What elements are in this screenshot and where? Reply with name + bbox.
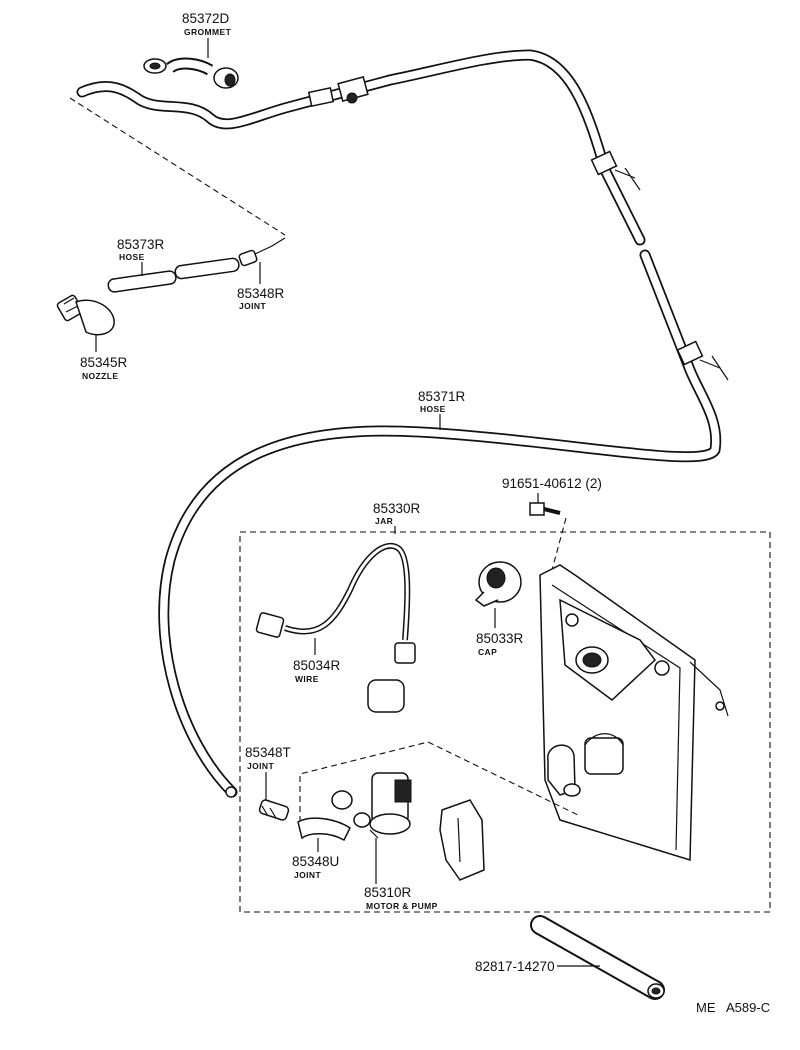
hose-85373r: [107, 257, 240, 293]
joint-85348u: [297, 817, 351, 842]
part-number-85371r: 85371R: [418, 389, 466, 404]
part-desc-joint-u: JOINT: [294, 870, 321, 880]
hose-clip-right-2: [676, 340, 729, 381]
motor-pump-85310r: [331, 772, 412, 839]
guide-line-nozzle: [69, 97, 286, 236]
hose-82817-14270: [530, 915, 665, 1000]
cap-85033r: [474, 561, 522, 607]
part-desc-motor-pump: MOTOR & PUMP: [366, 901, 438, 911]
part-number-85348r: 85348R: [237, 286, 285, 301]
part-desc-grommet: GROMMET: [184, 27, 232, 37]
joint-85348t: [258, 799, 290, 821]
screw-91651: [529, 502, 561, 516]
washer-jar: [539, 564, 729, 862]
part-number-91651: 91651-40612 (2): [502, 476, 602, 491]
part-desc-joint-t: JOINT: [247, 761, 274, 771]
guide-line-pump: [299, 741, 581, 832]
part-number-85310r: 85310R: [364, 885, 412, 900]
part-number-85372d: 85372D: [182, 11, 230, 26]
nozzle-85345r: [56, 294, 115, 336]
part-number-85348t: 85348T: [245, 745, 291, 760]
part-number-85034r: 85034R: [293, 658, 341, 673]
guide-line-screw: [551, 517, 567, 571]
part-number-85373r: 85373R: [117, 237, 165, 252]
part-number-85348u: 85348U: [292, 854, 339, 869]
pump-pad: [439, 799, 485, 881]
drawing-code-right: A589-C: [726, 1000, 770, 1015]
hose-clip-upper: [307, 76, 369, 108]
part-number-85345r: 85345R: [80, 355, 128, 370]
hose-clip-right-1: [590, 150, 641, 191]
grommet-85372d: [143, 57, 239, 89]
wire-85034r: [255, 543, 416, 713]
jar-assembly-box: [239, 531, 771, 913]
part-desc-cap: CAP: [478, 647, 497, 657]
part-number-85330r: 85330R: [373, 501, 421, 516]
drawing-code-left: ME: [696, 1000, 716, 1015]
joint-85348r: [238, 237, 286, 267]
part-desc-wire: WIRE: [295, 674, 319, 684]
part-number-85033r: 85033R: [476, 631, 524, 646]
part-desc-hose-main: HOSE: [420, 404, 446, 414]
part-desc-joint-r: JOINT: [239, 301, 266, 311]
part-number-82817-14270: 82817-14270: [475, 959, 555, 974]
part-desc-hose: HOSE: [119, 252, 145, 262]
part-desc-nozzle: NOZZLE: [82, 371, 118, 381]
part-desc-jar: JAR: [375, 516, 393, 526]
